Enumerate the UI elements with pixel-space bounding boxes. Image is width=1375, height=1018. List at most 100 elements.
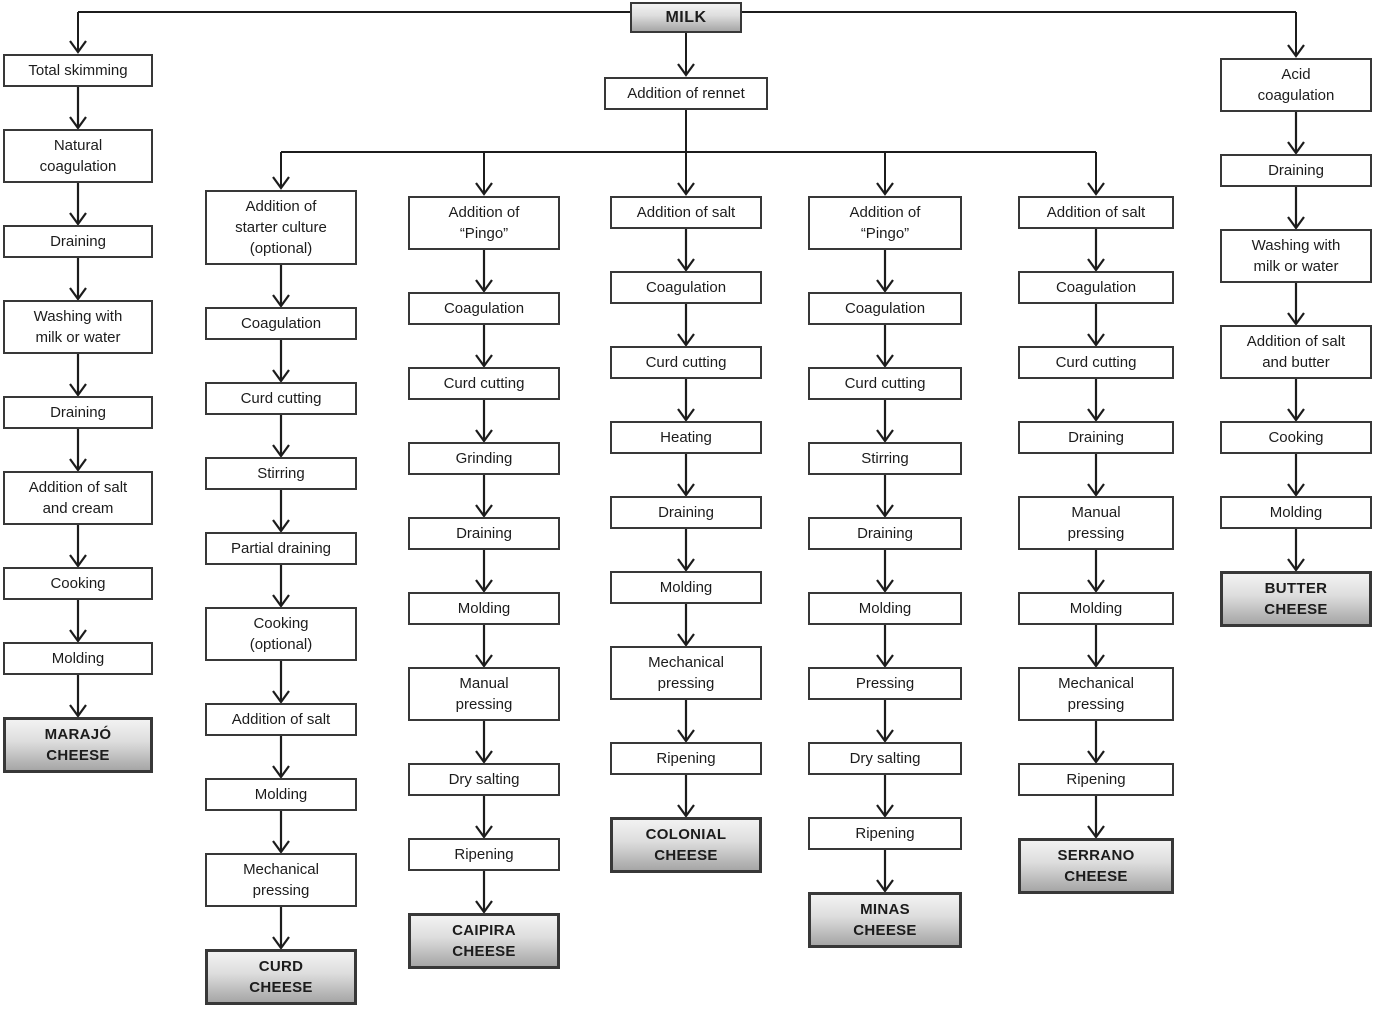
arrow-down-icon — [1287, 379, 1305, 421]
node-curd-cheese-1: Coagulation — [205, 307, 357, 340]
node-minas-cheese-3: Stirring — [808, 442, 962, 475]
node-minas-cheese-0: Addition of “Pingo” — [808, 196, 962, 250]
node-caipira-cheese-1: Coagulation — [408, 292, 560, 325]
node-serrano-cheese-1: Coagulation — [1018, 271, 1174, 304]
node-addition-of-rennet: Addition of rennet — [604, 77, 768, 110]
node-minas-cheese-4: Draining — [808, 517, 962, 550]
arrow-down-icon — [475, 796, 493, 838]
terminal-colonial-cheese-8: COLONIAL CHEESE — [610, 817, 762, 873]
node-minas-cheese-6: Pressing — [808, 667, 962, 700]
node-butter-cheese-5: Molding — [1220, 496, 1372, 529]
column-curd-cheese: Addition of starter culture (optional) Co… — [205, 190, 357, 1005]
node-marajo-cheese-4: Draining — [3, 396, 153, 429]
node-serrano-cheese-5: Molding — [1018, 592, 1174, 625]
arrow-down-icon — [475, 550, 493, 592]
arrow-down-icon — [272, 907, 290, 949]
arrow-down-icon — [69, 675, 87, 717]
arrow-down-icon — [1087, 229, 1105, 271]
node-butter-cheese-0: Acid coagulation — [1220, 58, 1372, 112]
arrow-down-icon — [677, 229, 695, 271]
node-serrano-cheese-3: Draining — [1018, 421, 1174, 454]
arrow-down-icon — [475, 625, 493, 667]
arrow-down-icon — [475, 325, 493, 367]
node-minas-cheese-7: Dry salting — [808, 742, 962, 775]
arrow-down-icon — [876, 475, 894, 517]
terminal-marajo-cheese-8: MARAJÓ CHEESE — [3, 717, 153, 773]
arrow-down-icon — [677, 304, 695, 346]
arrow-down-icon — [1287, 529, 1305, 571]
node-colonial-cheese-4: Draining — [610, 496, 762, 529]
terminal-serrano-cheese-8: SERRANO CHEESE — [1018, 838, 1174, 894]
arrow-down-icon — [1287, 112, 1305, 154]
node-serrano-cheese-2: Curd cutting — [1018, 346, 1174, 379]
arrow-down-icon — [272, 811, 290, 853]
node-marajo-cheese-7: Molding — [3, 642, 153, 675]
node-caipira-cheese-7: Dry salting — [408, 763, 560, 796]
arrow-down-icon — [876, 325, 894, 367]
node-curd-cheese-5: Cooking (optional) — [205, 607, 357, 661]
arrow-down-icon — [1287, 454, 1305, 496]
node-colonial-cheese-6: Mechanical pressing — [610, 646, 762, 700]
node-butter-cheese-3: Addition of salt and butter — [1220, 325, 1372, 379]
arrow-down-icon — [1087, 304, 1105, 346]
node-colonial-cheese-1: Coagulation — [610, 271, 762, 304]
arrow-down-icon — [1087, 550, 1105, 592]
node-minas-cheese-1: Coagulation — [808, 292, 962, 325]
arrow-down-icon — [475, 721, 493, 763]
arrow-down-icon — [1287, 283, 1305, 325]
arrow-down-icon — [272, 736, 290, 778]
arrow-down-icon — [876, 700, 894, 742]
arrow-down-icon — [677, 454, 695, 496]
arrow-down-icon — [1087, 625, 1105, 667]
node-serrano-cheese-6: Mechanical pressing — [1018, 667, 1174, 721]
arrow-down-icon — [1087, 454, 1105, 496]
node-colonial-cheese-0: Addition of salt — [610, 196, 762, 229]
arrow-down-icon — [677, 529, 695, 571]
node-minas-cheese-8: Ripening — [808, 817, 962, 850]
node-curd-cheese-2: Curd cutting — [205, 382, 357, 415]
node-serrano-cheese-7: Ripening — [1018, 763, 1174, 796]
node-colonial-cheese-5: Molding — [610, 571, 762, 604]
terminal-curd-cheese-9: CURD CHEESE — [205, 949, 357, 1005]
arrow-down-icon — [1087, 379, 1105, 421]
node-marajo-cheese-0: Total skimming — [3, 54, 153, 87]
node-milk: MILK — [630, 2, 742, 33]
node-marajo-cheese-6: Cooking — [3, 567, 153, 600]
arrow-down-icon — [69, 87, 87, 129]
node-marajo-cheese-2: Draining — [3, 225, 153, 258]
node-minas-cheese-2: Curd cutting — [808, 367, 962, 400]
arrow-down-icon — [1087, 721, 1105, 763]
arrow-down-icon — [876, 550, 894, 592]
arrow-down-icon — [272, 661, 290, 703]
node-curd-cheese-4: Partial draining — [205, 532, 357, 565]
arrow-down-icon — [272, 415, 290, 457]
arrow-down-icon — [1287, 187, 1305, 229]
node-caipira-cheese-0: Addition of “Pingo” — [408, 196, 560, 250]
arrow-down-icon — [876, 625, 894, 667]
arrow-down-icon — [475, 475, 493, 517]
node-curd-cheese-7: Molding — [205, 778, 357, 811]
arrow-down-icon — [69, 429, 87, 471]
node-curd-cheese-3: Stirring — [205, 457, 357, 490]
terminal-minas-cheese-9: MINAS CHEESE — [808, 892, 962, 948]
arrow-down-icon — [677, 604, 695, 646]
arrow-down-icon — [69, 354, 87, 396]
arrow-down-icon — [69, 525, 87, 567]
node-butter-cheese-4: Cooking — [1220, 421, 1372, 454]
node-caipira-cheese-3: Grinding — [408, 442, 560, 475]
node-curd-cheese-6: Addition of salt — [205, 703, 357, 736]
node-caipira-cheese-8: Ripening — [408, 838, 560, 871]
arrow-down-icon — [272, 340, 290, 382]
arrow-down-icon — [876, 850, 894, 892]
node-curd-cheese-8: Mechanical pressing — [205, 853, 357, 907]
node-colonial-cheese-2: Curd cutting — [610, 346, 762, 379]
arrow-down-icon — [69, 600, 87, 642]
node-curd-cheese-0: Addition of starter culture (optional) — [205, 190, 357, 265]
node-caipira-cheese-5: Molding — [408, 592, 560, 625]
arrow-down-icon — [677, 700, 695, 742]
